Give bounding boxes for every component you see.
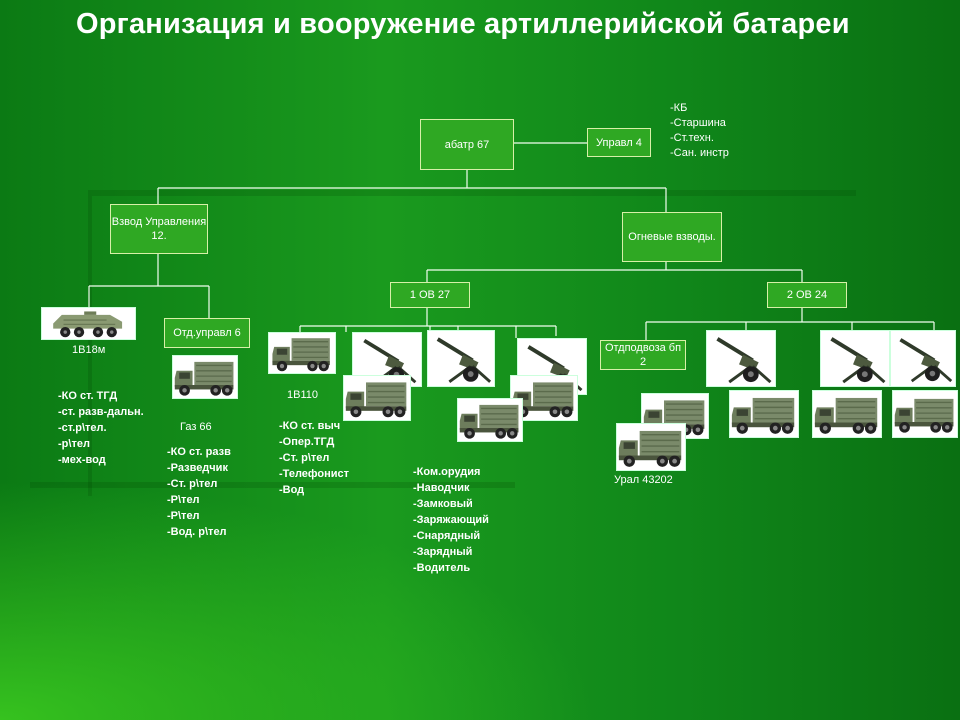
- list-item: -Замковый: [413, 498, 473, 510]
- list-item: -мех-вод: [58, 454, 106, 466]
- node-abatr: абатр 67: [420, 119, 514, 170]
- list-item: -ст. разв-дальн.: [58, 406, 144, 418]
- upravl-note: -КБ: [670, 102, 688, 114]
- caption-ural: Урал 43202: [614, 474, 673, 486]
- page-title: Организация и вооружение артиллерийской …: [76, 8, 850, 40]
- truck-icon: [729, 390, 799, 438]
- upravl-note: -Сан. инстр: [670, 147, 729, 159]
- node-vzvod-upravleniya: Взвод Управления 12.: [110, 204, 208, 254]
- node-ognevye-vzvody: Огневые взводы.: [622, 212, 722, 262]
- list-item: -Р\тел: [167, 494, 200, 506]
- truck-icon: [892, 390, 958, 438]
- list-item: -Р\тел: [167, 510, 200, 522]
- howitzer-icon: [820, 330, 890, 387]
- node-ov1: 1 ОВ 27: [390, 282, 470, 308]
- list-item: -КО ст. разв: [167, 446, 231, 458]
- list-item: -КО ст. ТГД: [58, 390, 118, 402]
- crew-list-gaz: -КО ст. разв -Разведчик -Ст. р\тел -Р\те…: [167, 444, 231, 540]
- upravl-notes: -КБ -Старшина -Ст.техн. -Сан. инстр: [670, 101, 729, 161]
- list-item: -Вод. р\тел: [167, 526, 227, 538]
- node-otd-upravl: Отд.управл 6: [164, 318, 250, 348]
- node-upravl: Управл 4: [587, 128, 651, 157]
- list-item: -Разведчик: [167, 462, 228, 474]
- list-item: -Ст. р\тел: [167, 478, 218, 490]
- list-item: -Снарядный: [413, 530, 481, 542]
- list-item: -Вод: [279, 484, 305, 496]
- list-item: -Ком.орудия: [413, 466, 481, 478]
- truck-icon: [457, 398, 523, 442]
- list-item: -Опер.ТГД: [279, 436, 335, 448]
- node-otdpodvoza: Отдподвоза бп 2: [600, 340, 686, 370]
- list-item: -Наводчик: [413, 482, 470, 494]
- upravl-note: -Ст.техн.: [670, 132, 714, 144]
- node-ov2: 2 ОВ 24: [767, 282, 847, 308]
- howitzer-icon: [706, 330, 776, 387]
- list-item: -Зарядный: [413, 546, 473, 558]
- upravl-note: -Старшина: [670, 117, 726, 129]
- list-item: -Водитель: [413, 562, 471, 574]
- truck-icon: [616, 423, 686, 471]
- caption-gaz: Газ 66: [180, 421, 212, 433]
- truck-icon: [268, 332, 336, 374]
- howitzer-icon: [890, 330, 956, 387]
- apc-icon: [41, 307, 136, 340]
- howitzer-icon: [427, 330, 495, 387]
- list-item: -Заряжающий: [413, 514, 489, 526]
- list-item: -КО ст. выч: [279, 420, 341, 432]
- list-item: -р\тел: [58, 438, 90, 450]
- truck-icon: [343, 375, 411, 421]
- truck-icon: [812, 390, 882, 438]
- crew-list-v110: -КО ст. выч -Опер.ТГД -Ст. р\тел -Телефо…: [279, 418, 349, 498]
- list-item: -Ст. р\тел: [279, 452, 330, 464]
- crew-list-btr: -КО ст. ТГД -ст. разв-дальн. -ст.р\тел. …: [58, 388, 144, 468]
- truck-icon: [172, 355, 238, 399]
- caption-btr: 1В18м: [72, 344, 106, 356]
- list-item: -Телефонист: [279, 468, 350, 480]
- crew-list-gun: -Ком.орудия -Наводчик -Замковый -Заряжаю…: [413, 464, 489, 576]
- caption-v110: 1В110: [287, 389, 318, 401]
- list-item: -ст.р\тел.: [58, 422, 107, 434]
